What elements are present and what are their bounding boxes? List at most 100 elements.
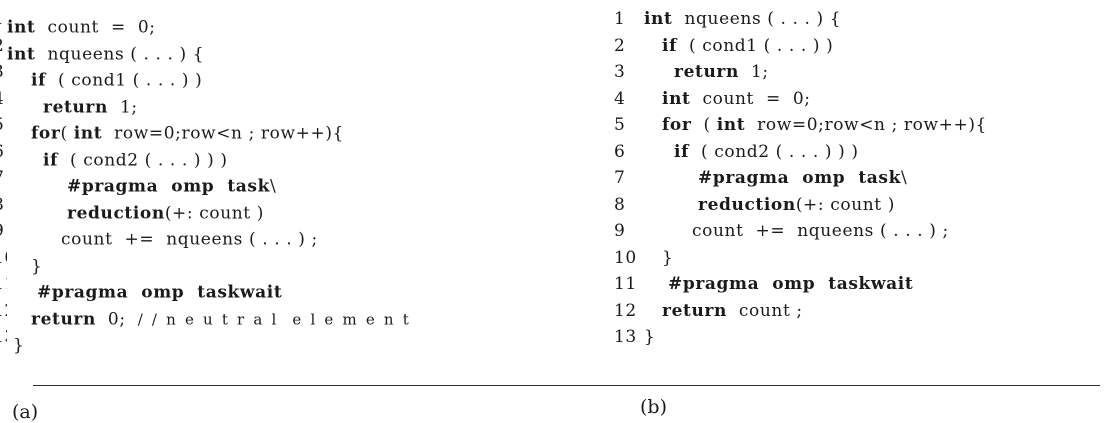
code-keyword: int xyxy=(73,123,103,144)
code-line: 12 return count ; xyxy=(614,298,1107,325)
code-line: 9 count += nqueens ( . . . ) ; xyxy=(0,218,540,250)
code-text: } xyxy=(7,256,43,276)
code-line: 5 for( int row=0;row<n ; row++){ xyxy=(0,112,540,144)
line-number: 11 xyxy=(0,271,7,298)
code-text: count += nqueens ( . . . ) ; xyxy=(7,229,318,250)
caption-b: (b) xyxy=(640,396,667,418)
line-number: 1 xyxy=(0,6,7,33)
line-number: 7 xyxy=(614,168,626,188)
code-keyword: return xyxy=(662,300,727,321)
code-keyword: reduction xyxy=(698,194,796,215)
line-number: 3 xyxy=(614,62,626,82)
code-text: count = 0; xyxy=(35,17,156,38)
line-number: 4 xyxy=(614,88,626,109)
code-keyword: if xyxy=(43,150,59,170)
code-line: 5 for ( int row=0;row<n ; row++){ xyxy=(614,112,1107,139)
code-text: ( xyxy=(60,123,74,144)
code-keyword: if xyxy=(31,70,46,91)
divider-rule xyxy=(33,385,1100,386)
code-line: 9 count += nqueens ( . . . ) ; xyxy=(614,218,1107,245)
code-text: } xyxy=(644,327,656,347)
code-line: 7 #pragma omp task\ xyxy=(0,165,540,197)
code-text: nqueens ( . . . ) { xyxy=(35,44,205,64)
line-number: 6 xyxy=(0,139,7,166)
line-number: 1 xyxy=(614,9,626,29)
code-text: \ xyxy=(900,168,908,188)
code-line: 8 reduction(+: count ) xyxy=(614,192,1107,219)
line-number: 2 xyxy=(614,35,626,56)
line-number: 12 xyxy=(0,298,7,325)
code-keyword: int xyxy=(716,115,746,135)
line-number: 11 xyxy=(614,274,637,294)
line-number: 9 xyxy=(0,218,7,245)
code-text: 0; xyxy=(95,309,138,329)
code-line: 4 return 1; xyxy=(0,86,540,118)
code-text: nqueens ( . . . ) { xyxy=(672,9,842,29)
code-text: ( cond2 ( . . . ) ) ) xyxy=(689,141,859,162)
line-number: 5 xyxy=(0,112,7,139)
code-text: ( cond1 ( . . . ) ) xyxy=(46,70,203,91)
code-keyword: #pragma omp taskwait xyxy=(668,274,914,294)
code-line: 6 if ( cond2 ( . . . ) ) ) xyxy=(0,139,540,171)
code-line: 2int nqueens ( . . . ) { xyxy=(0,33,540,65)
code-line: 13 } xyxy=(0,324,540,356)
caption-a: (a) xyxy=(12,401,39,423)
code-line: 11 #pragma omp taskwait xyxy=(0,271,540,303)
code-text xyxy=(644,195,698,215)
code-keyword: return xyxy=(43,97,108,117)
line-number: 13 xyxy=(0,324,7,351)
code-text: count = 0; xyxy=(690,88,811,109)
code-text: (+: count ) xyxy=(795,194,895,215)
code-text: ( xyxy=(691,115,717,135)
code-keyword: if xyxy=(662,35,677,56)
line-number: 5 xyxy=(614,115,626,135)
code-line: 4 int count = 0; xyxy=(614,86,1107,113)
line-number: 10 xyxy=(0,245,7,272)
line-number: 6 xyxy=(614,141,626,162)
line-number: 2 xyxy=(0,33,7,60)
code-text xyxy=(644,142,674,162)
code-text: ( cond1 ( . . . ) ) xyxy=(677,35,834,56)
code-keyword: #pragma omp task xyxy=(698,168,901,188)
code-keyword: #pragma omp task xyxy=(67,176,270,197)
code-keyword: int xyxy=(662,88,691,109)
code-text: ( cond2 ( . . . ) ) ) xyxy=(58,150,228,170)
code-comment: / / n e u t r a l e l e m e n t xyxy=(137,310,411,328)
code-text: \ xyxy=(269,176,277,197)
code-text: 1; xyxy=(738,62,769,82)
code-text: row=0;row<n ; row++){ xyxy=(745,115,987,135)
code-keyword: return xyxy=(674,62,739,82)
code-text xyxy=(644,89,662,109)
code-text: row=0;row<n ; row++){ xyxy=(102,123,344,144)
code-text xyxy=(644,301,662,321)
code-text xyxy=(644,168,698,188)
code-text xyxy=(644,62,674,82)
code-line: 3 if ( cond1 ( . . . ) ) xyxy=(0,59,540,91)
code-line: 7 #pragma omp task\ xyxy=(614,165,1107,192)
line-number: 10 xyxy=(614,247,637,268)
line-number: 4 xyxy=(0,86,7,113)
code-text: count ; xyxy=(726,300,803,321)
code-text xyxy=(644,115,662,135)
code-line: 6 if ( cond2 ( . . . ) ) ) xyxy=(614,139,1107,166)
code-text: } xyxy=(7,335,25,356)
code-keyword: if xyxy=(674,141,690,162)
code-keyword: for xyxy=(662,115,692,135)
code-line: 10 } xyxy=(614,245,1107,272)
line-number: 3 xyxy=(0,59,7,86)
code-keyword: reduction xyxy=(67,203,165,223)
code-keyword: int xyxy=(7,17,36,38)
code-text: } xyxy=(644,247,674,268)
line-number: 9 xyxy=(614,221,626,241)
code-line: 3 return 1; xyxy=(614,59,1107,86)
line-number: 13 xyxy=(614,327,637,347)
code-line: 13} xyxy=(614,324,1107,351)
code-keyword: #pragma omp taskwait xyxy=(37,282,283,303)
line-number: 8 xyxy=(0,192,7,219)
code-line: 8 reduction(+: count ) xyxy=(0,192,540,224)
code-line: 2 if ( cond1 ( . . . ) ) xyxy=(614,33,1107,60)
